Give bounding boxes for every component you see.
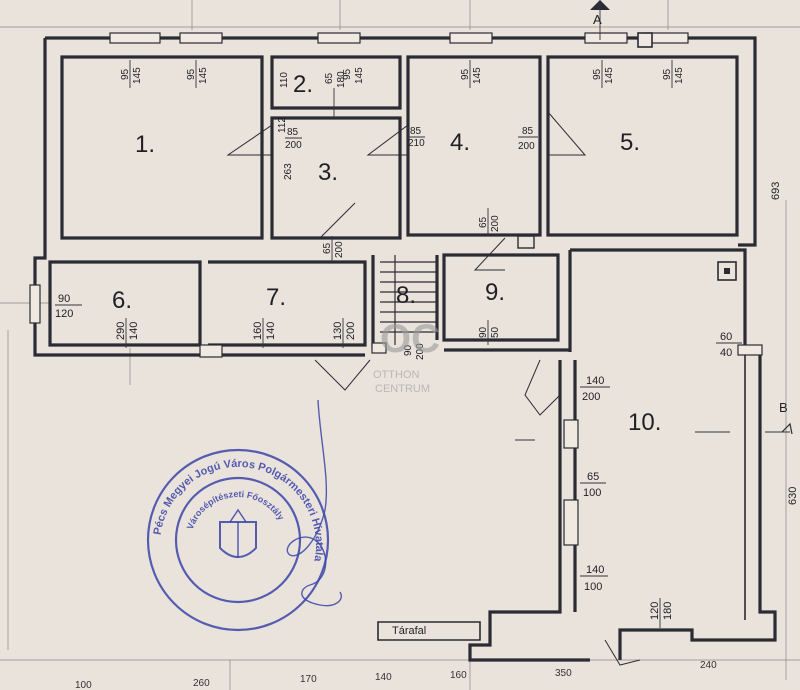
svg-text:OC: OC	[380, 317, 440, 361]
svg-text:95: 95	[342, 68, 353, 80]
svg-text:85: 85	[287, 127, 299, 138]
svg-text:210: 210	[408, 138, 425, 149]
svg-text:120: 120	[649, 602, 661, 620]
section-marks: A B	[590, 0, 793, 435]
svg-text:65: 65	[322, 242, 333, 254]
svg-text:693: 693	[770, 182, 782, 200]
svg-text:Városépítészeti Főosztály: Városépítészeti Főosztály	[185, 489, 286, 531]
svg-text:200: 200	[415, 343, 426, 360]
svg-text:OTTHON: OTTHON	[373, 369, 419, 381]
room-2-label: 2.	[293, 71, 313, 98]
svg-text:95: 95	[662, 68, 673, 80]
svg-text:90: 90	[58, 293, 70, 305]
svg-text:170: 170	[300, 674, 317, 685]
svg-text:95: 95	[592, 68, 603, 80]
door-swings	[226, 111, 641, 666]
room-8-label: 8.	[396, 282, 416, 309]
svg-text:85: 85	[410, 126, 422, 137]
svg-text:100: 100	[584, 581, 602, 593]
bottom-ruler: 100 260 170 140 160 350 240	[75, 660, 717, 690]
svg-text:140: 140	[586, 375, 604, 387]
svg-text:145: 145	[132, 67, 143, 84]
section-b-mark: B	[779, 400, 788, 415]
svg-text:140: 140	[265, 322, 277, 340]
watermark: OC OTTHON CENTRUM	[373, 317, 440, 395]
svg-text:140: 140	[586, 564, 604, 576]
room-1-label: 1.	[135, 131, 155, 158]
svg-text:145: 145	[674, 67, 685, 84]
section-a-mark: A	[593, 12, 602, 27]
svg-text:160: 160	[252, 322, 264, 340]
svg-text:50: 50	[490, 326, 501, 338]
svg-text:100: 100	[75, 680, 92, 690]
room-10-label: 10.	[628, 409, 661, 436]
svg-text:100: 100	[583, 487, 601, 499]
svg-text:180: 180	[336, 71, 347, 88]
svg-text:90: 90	[403, 344, 414, 356]
overall-dimensions: 693 630	[770, 182, 799, 505]
svg-text:110: 110	[279, 72, 290, 88]
room-6-label: 6.	[112, 287, 132, 314]
svg-text:95: 95	[460, 68, 471, 80]
windows	[29, 32, 763, 546]
room-3-label: 3.	[318, 159, 338, 186]
svg-text:95: 95	[120, 68, 131, 80]
svg-text:90: 90	[478, 326, 489, 338]
svg-text:130: 130	[332, 322, 344, 340]
room-7-label: 7.	[266, 284, 286, 311]
svg-text:112: 112	[277, 117, 288, 133]
svg-text:120: 120	[55, 308, 73, 320]
svg-text:140: 140	[128, 322, 140, 340]
svg-text:85: 85	[522, 126, 534, 137]
svg-text:145: 145	[604, 67, 615, 84]
svg-text:140: 140	[375, 672, 392, 683]
fixtures	[517, 32, 737, 281]
walls	[33, 36, 777, 662]
svg-text:65: 65	[478, 216, 489, 228]
svg-text:60: 60	[720, 331, 732, 343]
room-9-label: 9.	[485, 279, 505, 306]
svg-text:200: 200	[490, 215, 501, 232]
svg-text:95: 95	[186, 68, 197, 80]
svg-text:200: 200	[345, 322, 357, 340]
svg-text:65: 65	[324, 72, 335, 84]
official-stamp: Pécs Megyei Jogú Város Polgármesteri Hiv…	[146, 399, 342, 632]
room-4-label: 4.	[450, 129, 470, 156]
svg-text:240: 240	[700, 660, 717, 671]
svg-text:263: 263	[283, 163, 294, 180]
svg-text:145: 145	[472, 67, 483, 84]
svg-text:145: 145	[354, 67, 365, 84]
svg-text:350: 350	[555, 668, 572, 679]
svg-text:200: 200	[518, 141, 535, 152]
svg-text:630: 630	[787, 487, 799, 505]
svg-text:145: 145	[198, 67, 209, 84]
svg-text:200: 200	[285, 140, 302, 151]
room-labels: 1. 2. 3. 4. 5. 6. 7. 8. 9. 10.	[112, 71, 661, 436]
svg-text:CENTRUM: CENTRUM	[375, 383, 430, 395]
svg-text:290: 290	[115, 322, 127, 340]
room-5-label: 5.	[620, 129, 640, 156]
svg-text:180: 180	[662, 602, 674, 620]
terrace-label: Tárafal	[392, 625, 426, 637]
svg-text:200: 200	[334, 241, 345, 258]
staircase	[371, 255, 437, 354]
svg-text:260: 260	[193, 678, 210, 689]
svg-text:160: 160	[450, 670, 467, 681]
svg-text:40: 40	[720, 347, 732, 359]
svg-text:65: 65	[587, 471, 599, 483]
svg-text:200: 200	[582, 391, 600, 403]
